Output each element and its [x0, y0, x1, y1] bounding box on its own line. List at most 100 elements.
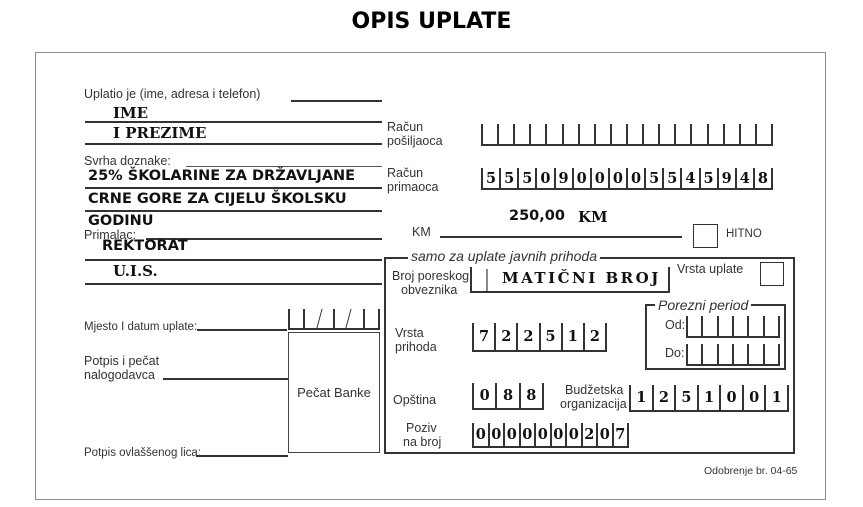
purpose-line-1: [85, 187, 382, 189]
date-cell: [303, 309, 318, 328]
digit-cell: [754, 124, 773, 144]
digit-cell: 2: [651, 385, 675, 410]
tax-period-from-field[interactable]: [686, 316, 780, 338]
signature-line: [163, 378, 288, 380]
digit-cell: 5: [499, 168, 517, 188]
digit-cell: 4: [680, 168, 698, 188]
page-title: OPIS UPLATE: [351, 9, 512, 34]
digit-cell: 5: [644, 168, 662, 188]
digit-cell: 0: [565, 423, 581, 446]
tax-period-from-label: Od:: [665, 318, 686, 332]
date-cell: [332, 309, 348, 328]
digit-cell: [731, 316, 747, 336]
digit-cell: 0: [719, 385, 742, 410]
tax-id-label-1: Broj poreskog: [392, 269, 470, 283]
digit-cell: 8: [495, 383, 518, 408]
digit-cell: 1: [764, 385, 790, 410]
tax-id-field[interactable]: MATIČNI BROJ: [470, 267, 670, 293]
digit-cell: 5: [698, 168, 717, 188]
digit-cell: [716, 316, 732, 336]
digit-cell: [625, 124, 642, 144]
urgent-checkbox[interactable]: [693, 224, 718, 248]
amount-label: KM: [412, 225, 431, 239]
revenue-type-label-2: prihoda: [395, 340, 437, 354]
bank-stamp-box: Pečat Banke: [288, 332, 380, 453]
purpose-label: Svrha doznake:: [84, 154, 171, 168]
digit-cell: [545, 124, 561, 144]
digit-cell: 1: [560, 323, 583, 350]
digit-cell: 0: [518, 423, 535, 446]
digit-cell: 2: [580, 423, 597, 446]
digit-cell: [738, 124, 755, 144]
payer-line-2: [85, 143, 382, 145]
purpose-line-0: [186, 166, 382, 167]
payment-type-checkbox[interactable]: [760, 262, 784, 286]
approval-number: Odobrenje br. 04-65: [704, 465, 798, 477]
digit-cell: [481, 124, 497, 144]
amount-currency: KM: [578, 208, 608, 226]
revenue-type-label-1: Vrsta: [395, 326, 424, 340]
digit-cell: [642, 124, 658, 144]
tax-period-to-field[interactable]: [686, 344, 780, 366]
tax-period-to-label: Do:: [665, 346, 685, 360]
tax-period-title: Porezni period: [655, 297, 752, 313]
place-date-field[interactable]: [288, 309, 380, 330]
recipient-line-2: [85, 283, 382, 285]
digit-cell: [731, 344, 747, 364]
digit-cell: 9: [716, 168, 735, 188]
sender-account-label-1: Račun: [387, 120, 424, 134]
signature-label-2: nalogodavca: [84, 368, 155, 382]
digit-cell: [716, 344, 732, 364]
recipient-line-1-text[interactable]: REKTORAT: [102, 238, 188, 254]
payer-line-2-text[interactable]: I PREZIME: [113, 124, 207, 142]
municipality-label: Opština: [393, 393, 437, 407]
amount-value[interactable]: 250,00: [509, 208, 565, 224]
budget-org-label-1: Budžetska: [565, 383, 624, 397]
payer-line-1: [85, 121, 382, 123]
digit-cell: [513, 124, 529, 144]
recipient-line-1: [85, 259, 382, 261]
digit-cell: 9: [553, 168, 572, 188]
recipient-line-0: [146, 238, 382, 240]
recipient-line-2-text[interactable]: U.I.S.: [113, 262, 158, 280]
digit-cell: [529, 124, 545, 144]
purpose-line-1-text[interactable]: 25% ŠKOLARINE ZA DRŽAVLJANE: [88, 168, 356, 184]
sender-account-label-2: pošiljaoca: [387, 134, 443, 148]
budget-org-label-2: organizacija: [560, 397, 627, 411]
digit-cell: [701, 316, 716, 336]
digit-cell: 0: [589, 168, 608, 188]
amount-line: [440, 236, 682, 238]
digit-cell: [609, 124, 626, 144]
bank-stamp-label: Pečat Banke: [297, 385, 371, 400]
purpose-line-2-text[interactable]: CRNE GORE ZA CIJELU ŠKOLSKU: [88, 191, 347, 207]
digit-cell: 0: [535, 168, 553, 188]
digit-cell: [722, 124, 739, 144]
payment-type-label: Vrsta uplate: [677, 262, 744, 276]
sender-account-field[interactable]: [481, 124, 773, 146]
place-date-label: Mjesto I datum uplate:: [84, 321, 198, 333]
reference-label-2: na broj: [403, 435, 442, 449]
tax-id-cell-divider: [486, 269, 488, 291]
place-date-line: [197, 329, 287, 331]
digit-cell: 5: [517, 168, 535, 188]
digit-cell: 1: [696, 385, 720, 410]
digit-cell: [701, 344, 716, 364]
digit-cell: [747, 344, 762, 364]
digit-cell: 0: [741, 385, 765, 410]
payer-line-1-text[interactable]: IME: [113, 104, 149, 122]
purpose-line-3-text[interactable]: GODINU: [88, 213, 154, 229]
tax-id-label-2: obveznika: [401, 283, 458, 297]
digit-cell: [690, 124, 706, 144]
digit-cell: 5: [538, 323, 561, 350]
digit-cell: [762, 344, 780, 364]
digit-cell: 5: [481, 168, 499, 188]
digit-cell: 0: [472, 383, 495, 408]
purpose-line-2: [85, 210, 382, 212]
digit-cell: 7: [611, 423, 629, 446]
digit-cell: 0: [487, 423, 504, 446]
